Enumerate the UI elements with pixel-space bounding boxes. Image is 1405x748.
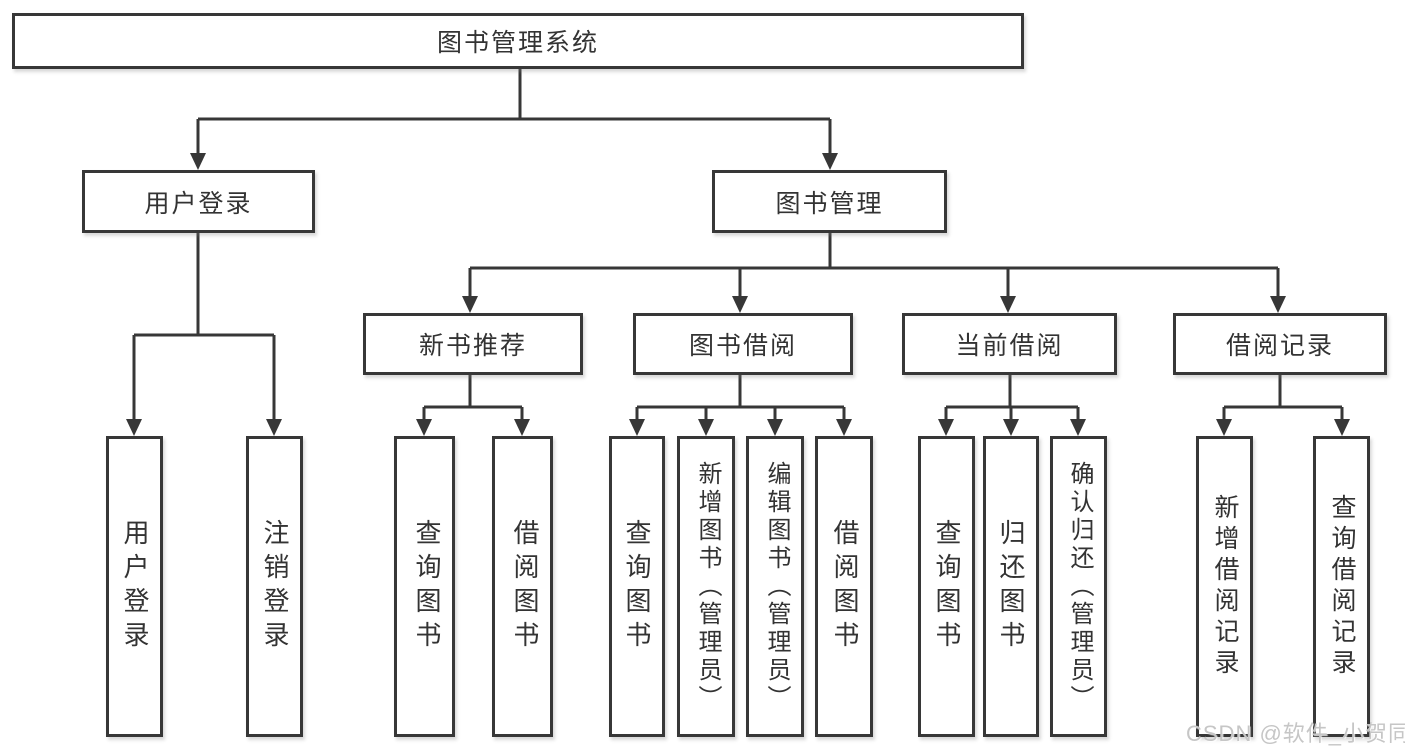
leaf-borrow-books: 借阅图书 <box>815 436 873 737</box>
node-borrow-records: 借阅记录 <box>1173 313 1387 375</box>
connector-new-book-recommend <box>422 375 524 424</box>
leaf-add-borrow-record: 新增借阅记录 <box>1196 436 1253 737</box>
leaf-query-books-borrow: 查询图书 <box>609 436 665 737</box>
leaf-return-book: 归还图书 <box>983 436 1039 737</box>
node-user-login: 用户登录 <box>82 170 315 233</box>
leaf-borrow-books-recommend: 借阅图书 <box>492 436 553 737</box>
connector-borrow-records <box>1222 375 1344 424</box>
leaf-logout: 注销登录 <box>246 436 303 737</box>
node-book-borrow: 图书借阅 <box>633 313 853 375</box>
connector-book-borrow <box>635 375 846 424</box>
node-new-book-recommend: 新书推荐 <box>363 313 583 375</box>
connector-root <box>196 68 832 158</box>
leaf-edit-book-admin: 编辑图书（管理员） <box>746 436 804 737</box>
leaf-query-borrow-record: 查询借阅记录 <box>1313 436 1370 737</box>
leaf-query-books-recommend: 查询图书 <box>394 436 455 737</box>
leaf-confirm-return-admin: 确认归还（管理员） <box>1050 436 1107 737</box>
watermark: CSDN @软件_小贺同学 <box>1186 721 1405 746</box>
node-current-borrow: 当前借阅 <box>902 313 1117 375</box>
connector-current-borrow <box>944 375 1080 424</box>
leaf-user-login: 用户登录 <box>106 436 163 737</box>
connector-book-management <box>468 233 1280 301</box>
leaf-add-book-admin: 新增图书（管理员） <box>677 436 735 737</box>
leaf-query-books-current: 查询图书 <box>918 436 975 737</box>
node-book-management: 图书管理 <box>712 170 947 233</box>
connector-user-login <box>132 233 276 424</box>
node-root: 图书管理系统 <box>12 13 1024 69</box>
